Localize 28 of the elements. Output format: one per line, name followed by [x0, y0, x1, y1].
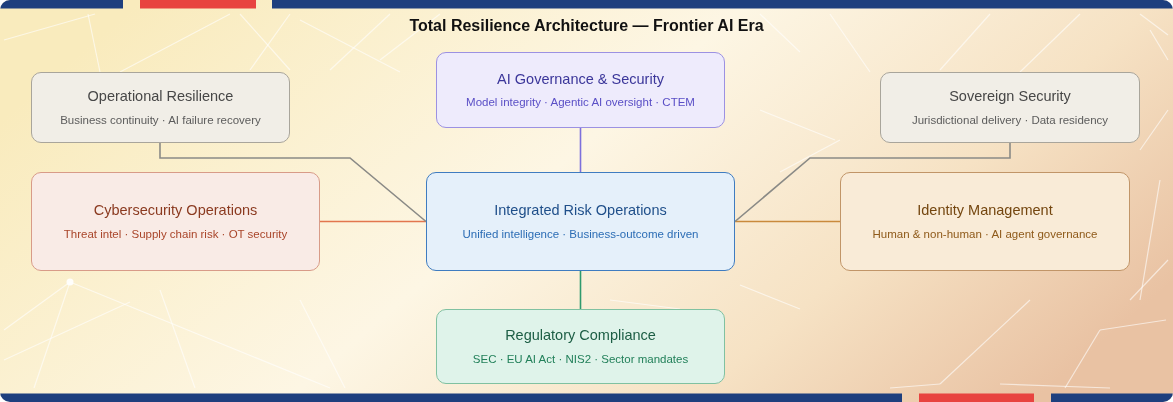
- node-title: Cybersecurity Operations: [93, 202, 258, 219]
- capability-box: [436, 309, 725, 384]
- node-detail: Model integrity · Agentic AI oversight · CTEM: [466, 96, 695, 110]
- node-detail: Unified intelligence · Business-outcome driven: [462, 227, 699, 241]
- capability-box: [31, 172, 320, 271]
- node-detail: Human & non-human · AI agent governance: [872, 227, 1098, 241]
- node-detail: Business continuity · AI failure recovery: [60, 113, 261, 127]
- connector-line: [319, 220, 427, 223]
- connector-line: [734, 142, 1011, 223]
- capability-box: [880, 72, 1140, 143]
- connector-line: [159, 142, 427, 223]
- node-detail: SEC · EU AI Act · NIS2 · Sector mandates: [472, 352, 689, 366]
- connector-line: [579, 270, 582, 310]
- node-title: Sovereign Security: [949, 88, 1071, 105]
- hub-box: [426, 172, 735, 271]
- node-title: Regulatory Compliance: [505, 327, 656, 344]
- diagram-title: Total Resilience Architecture — Frontier AI Era: [409, 17, 764, 34]
- capability-box: [436, 52, 725, 128]
- capability-box: [840, 172, 1130, 271]
- node-detail: Threat intel · Supply chain risk · OT security: [63, 227, 288, 241]
- node-title: Operational Resilience: [87, 88, 234, 105]
- capability-box: [31, 72, 290, 143]
- node-detail: Jurisdictional delivery · Data residency: [911, 113, 1109, 127]
- node-title: Integrated Risk Operations: [494, 202, 667, 219]
- connector-line: [734, 220, 841, 223]
- node-title: AI Governance & Security: [497, 70, 664, 88]
- connector-line: [579, 127, 582, 173]
- node-title: Identity Management: [917, 202, 1053, 219]
